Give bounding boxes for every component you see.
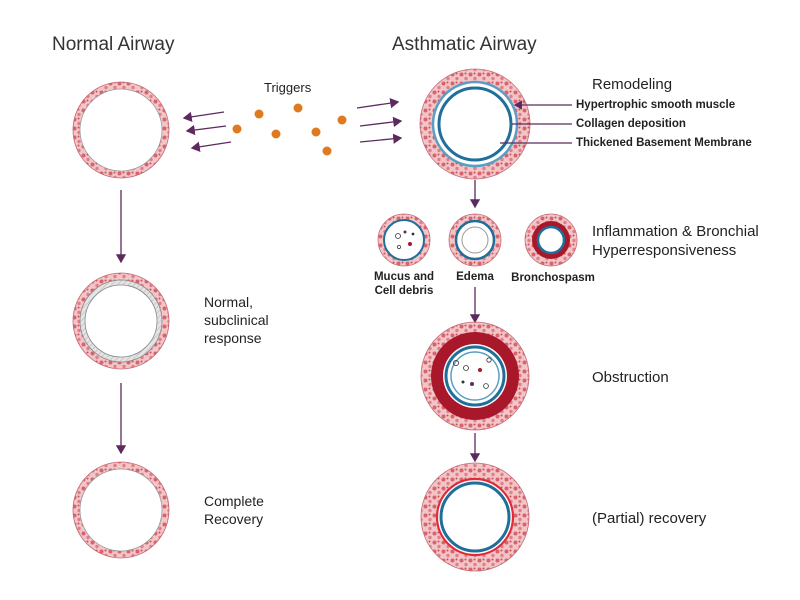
normal-airway-response bbox=[72, 272, 170, 370]
normal-airway-recovery bbox=[72, 461, 170, 559]
triggers-label: Triggers bbox=[264, 80, 312, 95]
normal-airway-heading: Normal Airway bbox=[52, 34, 175, 55]
partial-recovery-label: (Partial) recovery bbox=[592, 510, 707, 527]
normal-airway-top bbox=[72, 81, 170, 179]
callout-collagen-deposition: Collagen deposition bbox=[576, 118, 686, 130]
bronchospasm-airway bbox=[524, 213, 578, 267]
bronchospasm-label: Bronchospasm bbox=[511, 272, 595, 284]
obstruction-airway bbox=[420, 321, 530, 431]
asthmatic-remodeled-airway bbox=[419, 68, 531, 180]
complete-recovery-label: Complete Recovery bbox=[204, 493, 264, 527]
callout-hypertrophic-smooth-muscle: Hypertrophic smooth muscle bbox=[576, 99, 736, 111]
edema-label: Edema bbox=[456, 271, 494, 283]
remodeling-callout-lines bbox=[500, 100, 572, 144]
normal-response-label: Normal, subclinical response bbox=[204, 294, 269, 346]
callout-thickened-basement-membrane: Thickened Basement Membrane bbox=[576, 137, 752, 149]
edema-airway bbox=[448, 213, 502, 267]
obstruction-label: Obstruction bbox=[592, 369, 669, 386]
partial-recovery-airway bbox=[420, 462, 530, 572]
trigger-arrows-left bbox=[182, 111, 232, 152]
trigger-particles bbox=[232, 103, 347, 156]
mucus-cell-debris-label: Mucus and Cell debris bbox=[373, 271, 435, 297]
inflammation-title: Inflammation & Bronchial Hyperresponsive… bbox=[592, 223, 759, 259]
mucus-cell-debris-airway bbox=[377, 213, 431, 267]
remodeling-title: Remodeling bbox=[592, 76, 673, 93]
trigger-arrows-right bbox=[356, 97, 403, 144]
asthmatic-airway-heading: Asthmatic Airway bbox=[392, 34, 537, 55]
